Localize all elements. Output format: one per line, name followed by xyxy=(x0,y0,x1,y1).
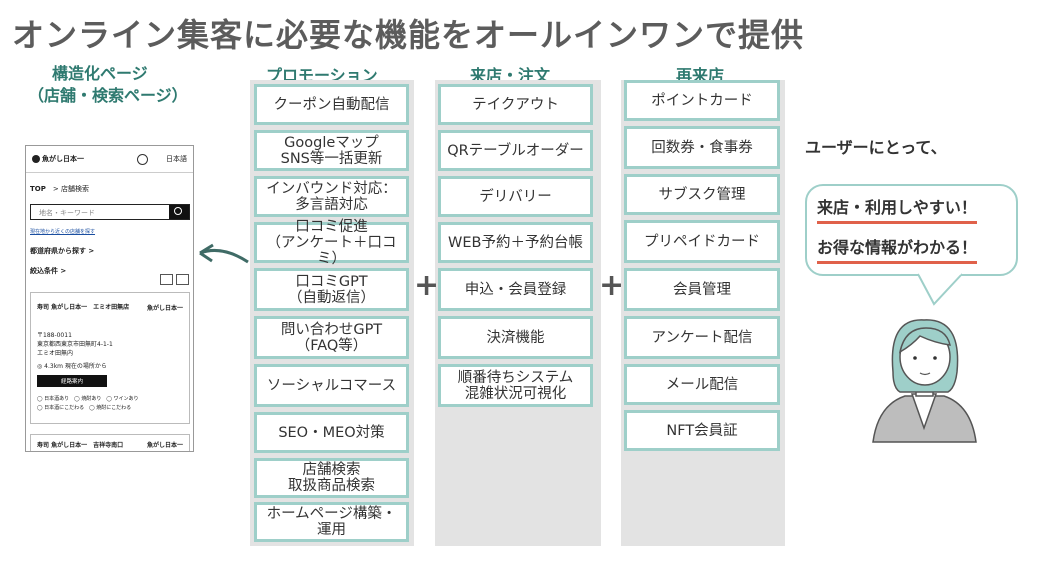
map-view-icon[interactable] xyxy=(176,274,189,285)
feature-box: プリペイドカード xyxy=(624,220,780,263)
breadcrumb-top[interactable]: TOP xyxy=(30,185,46,193)
logo-mark-icon xyxy=(32,155,40,163)
plus-sign: + xyxy=(414,268,440,303)
feature-box: 回数券・食事券 xyxy=(624,126,780,169)
store-distance: ◎ 4.3km 現在の場所から xyxy=(37,363,107,370)
page-title: オンライン集客に必要な機能をオールインワンで提供 xyxy=(12,16,805,54)
language-selector[interactable]: 日本語 xyxy=(137,153,187,165)
route-button[interactable]: 経路案内 xyxy=(37,375,107,387)
feature-box: 申込・会員登録 xyxy=(438,268,593,311)
store-address: 〒188-0011 東京都西東京市田無町4-1-1 エミオ田無内 xyxy=(37,332,113,357)
near-store-link[interactable]: 現在地から近くの店舗を探す xyxy=(30,229,96,235)
route-button-label: 経路案内 xyxy=(60,379,83,385)
store-name: 寿司 魚がし日本一 エミオ田無店 xyxy=(37,304,130,311)
breadcrumb-current: 店舗検索 xyxy=(60,185,89,193)
feature-box: メール配信 xyxy=(624,364,780,405)
store-logo: 魚がし日本一 xyxy=(146,442,183,449)
structured-page-heading: 構造化ページ xyxy=(52,64,148,83)
feature-box: クーポン自動配信 xyxy=(254,84,409,125)
feature-box: サブスク管理 xyxy=(624,174,780,215)
brand-logo: 魚がし日本一 xyxy=(32,154,84,164)
language-label: 日本語 xyxy=(166,155,187,163)
globe-icon xyxy=(137,153,148,165)
feature-box: ソーシャルコマース xyxy=(254,364,409,407)
view-toggle xyxy=(160,274,189,285)
logo-text: 魚がし日本一 xyxy=(42,155,84,163)
feature-box: 店舗検索 取扱商品検索 xyxy=(254,458,409,498)
feature-box: Googleマップ SNS等一括更新 xyxy=(254,130,409,171)
breadcrumb: TOP > 店舗検索 xyxy=(30,185,89,193)
benefit-visit: 来店・利用しやすい！ xyxy=(817,194,977,224)
list-view-icon[interactable] xyxy=(160,274,173,285)
feature-box: デリバリー xyxy=(438,176,593,217)
feature-box: 問い合わせGPT （FAQ等） xyxy=(254,316,409,359)
feature-box: WEB予約＋予約台帳 xyxy=(438,222,593,263)
search-bar[interactable]: 地名・キーワード xyxy=(30,204,190,220)
speech-bubble: 来店・利用しやすい！ お得な情報がわかる！ xyxy=(805,184,1018,276)
phone-mockup: 魚がし日本一 日本語 TOP > 店舗検索 地名・キーワード 現在地から近くの店… xyxy=(25,145,194,452)
feature-box: ホームページ構築・ 運用 xyxy=(254,502,409,542)
filter-link-label: 絞込条件 xyxy=(30,267,58,275)
prefecture-link-label: 都道府県から探す xyxy=(30,247,86,255)
feature-box: 会員管理 xyxy=(624,268,780,311)
feature-box: SEO・MEO対策 xyxy=(254,412,409,453)
feature-box: 順番待ちシステム 混雑状況可視化 xyxy=(438,364,593,407)
store-logo: 魚がし日本一 xyxy=(146,305,183,312)
user-intro: ユーザーにとって、 xyxy=(805,138,947,157)
store-card[interactable]: 寿司 魚がし日本一 吉祥寺南口 魚がし日本一 xyxy=(30,434,190,451)
prefecture-link[interactable]: 都道府県から探す > xyxy=(30,247,95,255)
feature-box: 決済機能 xyxy=(438,316,593,359)
feature-box: QRテーブルオーダー xyxy=(438,130,593,171)
store-card[interactable]: 寿司 魚がし日本一 エミオ田無店 魚がし日本一 〒188-0011 東京都西東京… xyxy=(30,292,190,424)
structured-page-subheading: （店舗・検索ページ） xyxy=(28,86,188,105)
store-name: 寿司 魚がし日本一 吉祥寺南口 xyxy=(37,442,124,449)
filter-link[interactable]: 絞込条件 > xyxy=(30,267,67,275)
feature-box: アンケート配信 xyxy=(624,316,780,359)
plus-sign: + xyxy=(599,268,625,303)
feature-box: NFT会員証 xyxy=(624,410,780,451)
feature-box: 口コミGPT （自動返信） xyxy=(254,268,409,311)
search-icon[interactable] xyxy=(169,205,189,219)
feature-box: インバウンド対応： 多言語対応 xyxy=(254,176,409,217)
benefit-info: お得な情報がわかる！ xyxy=(817,234,978,264)
store-distance-label: 4.3km 現在の場所から xyxy=(44,363,107,370)
feature-box: テイクアウト xyxy=(438,84,593,125)
feature-box: 口コミ促進 （アンケート＋口コミ） xyxy=(254,219,409,267)
store-options: ◯ 日本酒あり ◯ 焼酎あり ◯ ワインあり ◯ 日本酒にこだわる ◯ 焼酎にこ… xyxy=(37,396,139,411)
search-input[interactable]: 地名・キーワード xyxy=(39,209,95,217)
feature-box: ポイントカード xyxy=(624,80,780,121)
phone-header: 魚がし日本一 日本語 xyxy=(26,146,193,173)
